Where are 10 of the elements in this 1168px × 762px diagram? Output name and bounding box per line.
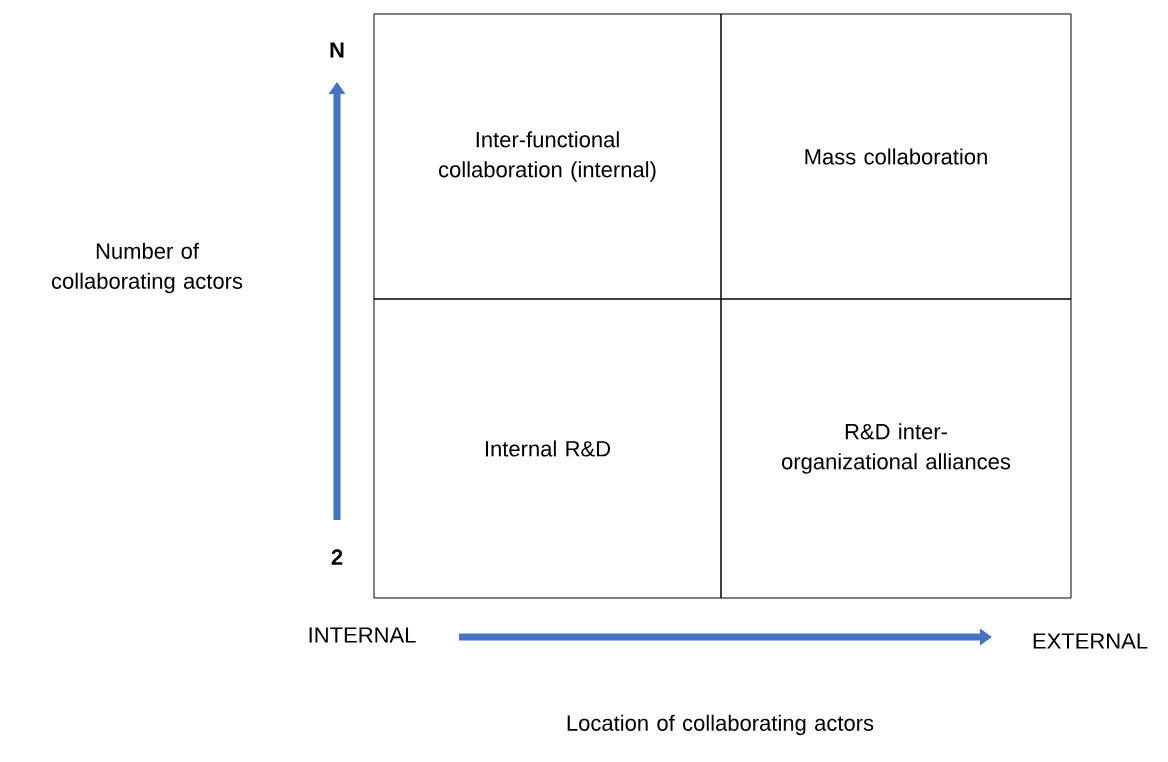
axis-label: 2 — [331, 549, 343, 565]
axis-label: Location of collaborating actors — [567, 714, 874, 736]
axis-label: EXTERNAL — [1033, 633, 1148, 649]
matrix-cell: Mass collaboration — [720, 13, 1072, 300]
axis-label: INTERNAL — [309, 627, 416, 643]
axis-label: N — [330, 42, 344, 58]
axis-label: Number of collaborating actors — [51, 242, 243, 294]
matrix-cell: Inter-functional collaboration (internal) — [373, 13, 722, 300]
matrix-cell: Internal R&D — [373, 298, 722, 599]
matrix-cell: R&D inter-organizational alliances — [720, 298, 1072, 599]
